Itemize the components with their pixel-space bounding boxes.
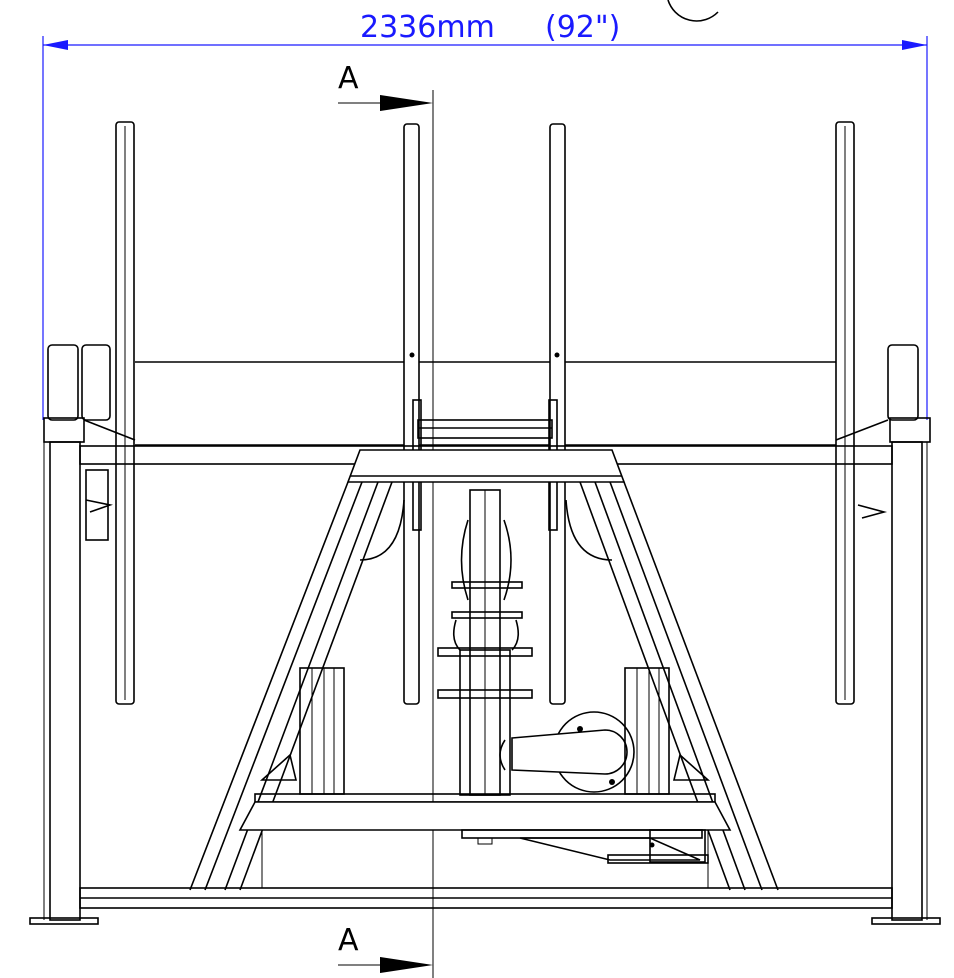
- dimension-arrow-left: [43, 40, 68, 50]
- wing-plate-right: [835, 121, 855, 705]
- section-label-bottom: A: [338, 923, 359, 958]
- section-arrow-top: [380, 95, 433, 111]
- central-column: [459, 489, 512, 796]
- drive-unit: [461, 829, 709, 864]
- dimension-imperial-text: (92"): [545, 10, 620, 45]
- gusset-left: [359, 499, 405, 561]
- base-platform: [238, 793, 732, 831]
- dimension-metric-text: 2336mm: [360, 10, 495, 45]
- bottom-rails: [79, 830, 893, 909]
- flange-stack: [437, 581, 533, 699]
- inner-plate-left: [403, 123, 422, 705]
- top-platform: [346, 449, 626, 483]
- top-round-feature: [667, 0, 719, 22]
- right-upright-post: [835, 344, 941, 925]
- left-upright-post: [29, 344, 136, 925]
- center-bracket: [417, 419, 553, 439]
- bracket-right: [672, 753, 711, 781]
- housing-right: [624, 667, 670, 795]
- bracket-left: [259, 753, 298, 781]
- housing-left: [299, 667, 345, 795]
- section-label-top: A: [338, 61, 359, 96]
- rear-panel: [135, 361, 836, 446]
- gusset-right: [565, 499, 613, 561]
- section-arrow-bottom: [380, 957, 433, 973]
- dimension-arrow-right: [902, 40, 927, 50]
- actuator-arm: [499, 711, 635, 793]
- wing-plate-left: [115, 121, 135, 705]
- inner-plate-right: [548, 123, 566, 705]
- overall-width-dimension: 2336mm (92"): [42, 10, 928, 420]
